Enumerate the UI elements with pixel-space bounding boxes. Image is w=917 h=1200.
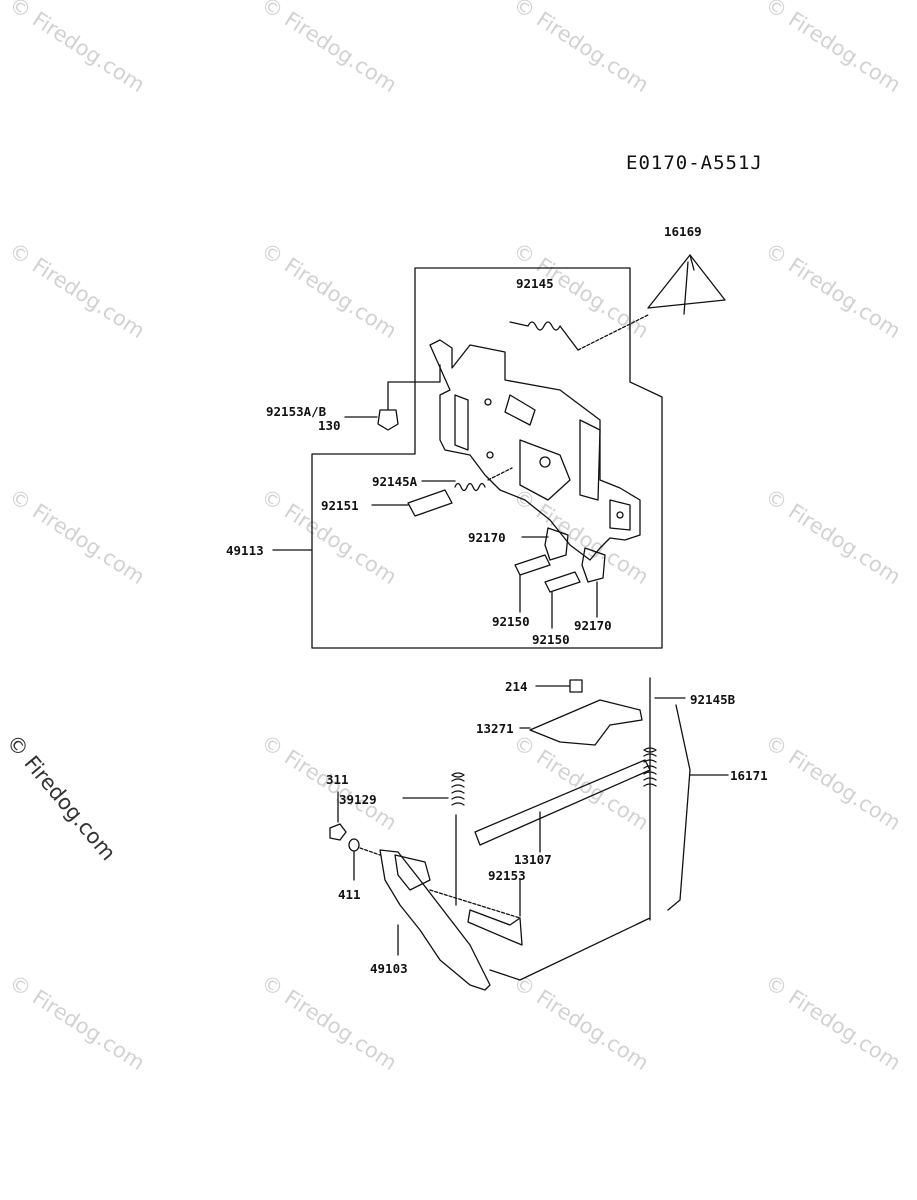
bolt-92153 xyxy=(467,909,523,946)
shaft-13107 xyxy=(474,759,651,846)
part-label: 16171 xyxy=(730,768,768,783)
diagram-code: E0170-A551J xyxy=(626,152,763,174)
part-label: 92145B xyxy=(690,692,736,707)
part-label: 13271 xyxy=(476,721,514,736)
bolt-92153ab xyxy=(377,409,399,431)
part-label: 16169 xyxy=(664,224,702,239)
part-label: 39129 xyxy=(339,792,377,807)
part-label: 92150 xyxy=(492,614,530,629)
wire-clip-16169 xyxy=(647,254,726,309)
part-label: 92150 xyxy=(532,632,570,647)
clip-92170-b xyxy=(581,547,606,583)
part-label: 411 xyxy=(338,887,361,902)
part-label: 92170 xyxy=(468,530,506,545)
part-label: 92170 xyxy=(574,618,612,633)
screw-214 xyxy=(569,679,583,693)
part-label: 311 xyxy=(326,772,349,787)
bolt-92150-b xyxy=(544,571,581,593)
part-label: 49113 xyxy=(226,543,264,558)
plate-13271 xyxy=(529,699,643,746)
lever-49103 xyxy=(379,849,491,991)
part-label: 92145 xyxy=(516,276,554,291)
clip-92170-a xyxy=(544,527,569,561)
assembly-boundary xyxy=(311,267,663,649)
part-label: 13107 xyxy=(514,852,552,867)
part-label: 130 xyxy=(318,418,341,433)
part-label: 49103 xyxy=(370,961,408,976)
rod-16171 xyxy=(667,704,691,911)
part-label: 214 xyxy=(505,679,528,694)
part-label: 92153 xyxy=(488,868,526,883)
part-label: 92151 xyxy=(321,498,359,513)
spring-39129 xyxy=(451,772,465,806)
bolt-92150-a xyxy=(514,554,551,576)
washer-411 xyxy=(348,838,360,852)
screw-92151 xyxy=(407,489,453,517)
bracket-49113 xyxy=(429,339,641,561)
spring-92145a xyxy=(454,482,486,492)
spring-92145 xyxy=(509,321,579,351)
part-label: 92153A/B xyxy=(266,404,327,419)
part-label: 92145A xyxy=(372,474,418,489)
nut-311 xyxy=(329,823,347,841)
